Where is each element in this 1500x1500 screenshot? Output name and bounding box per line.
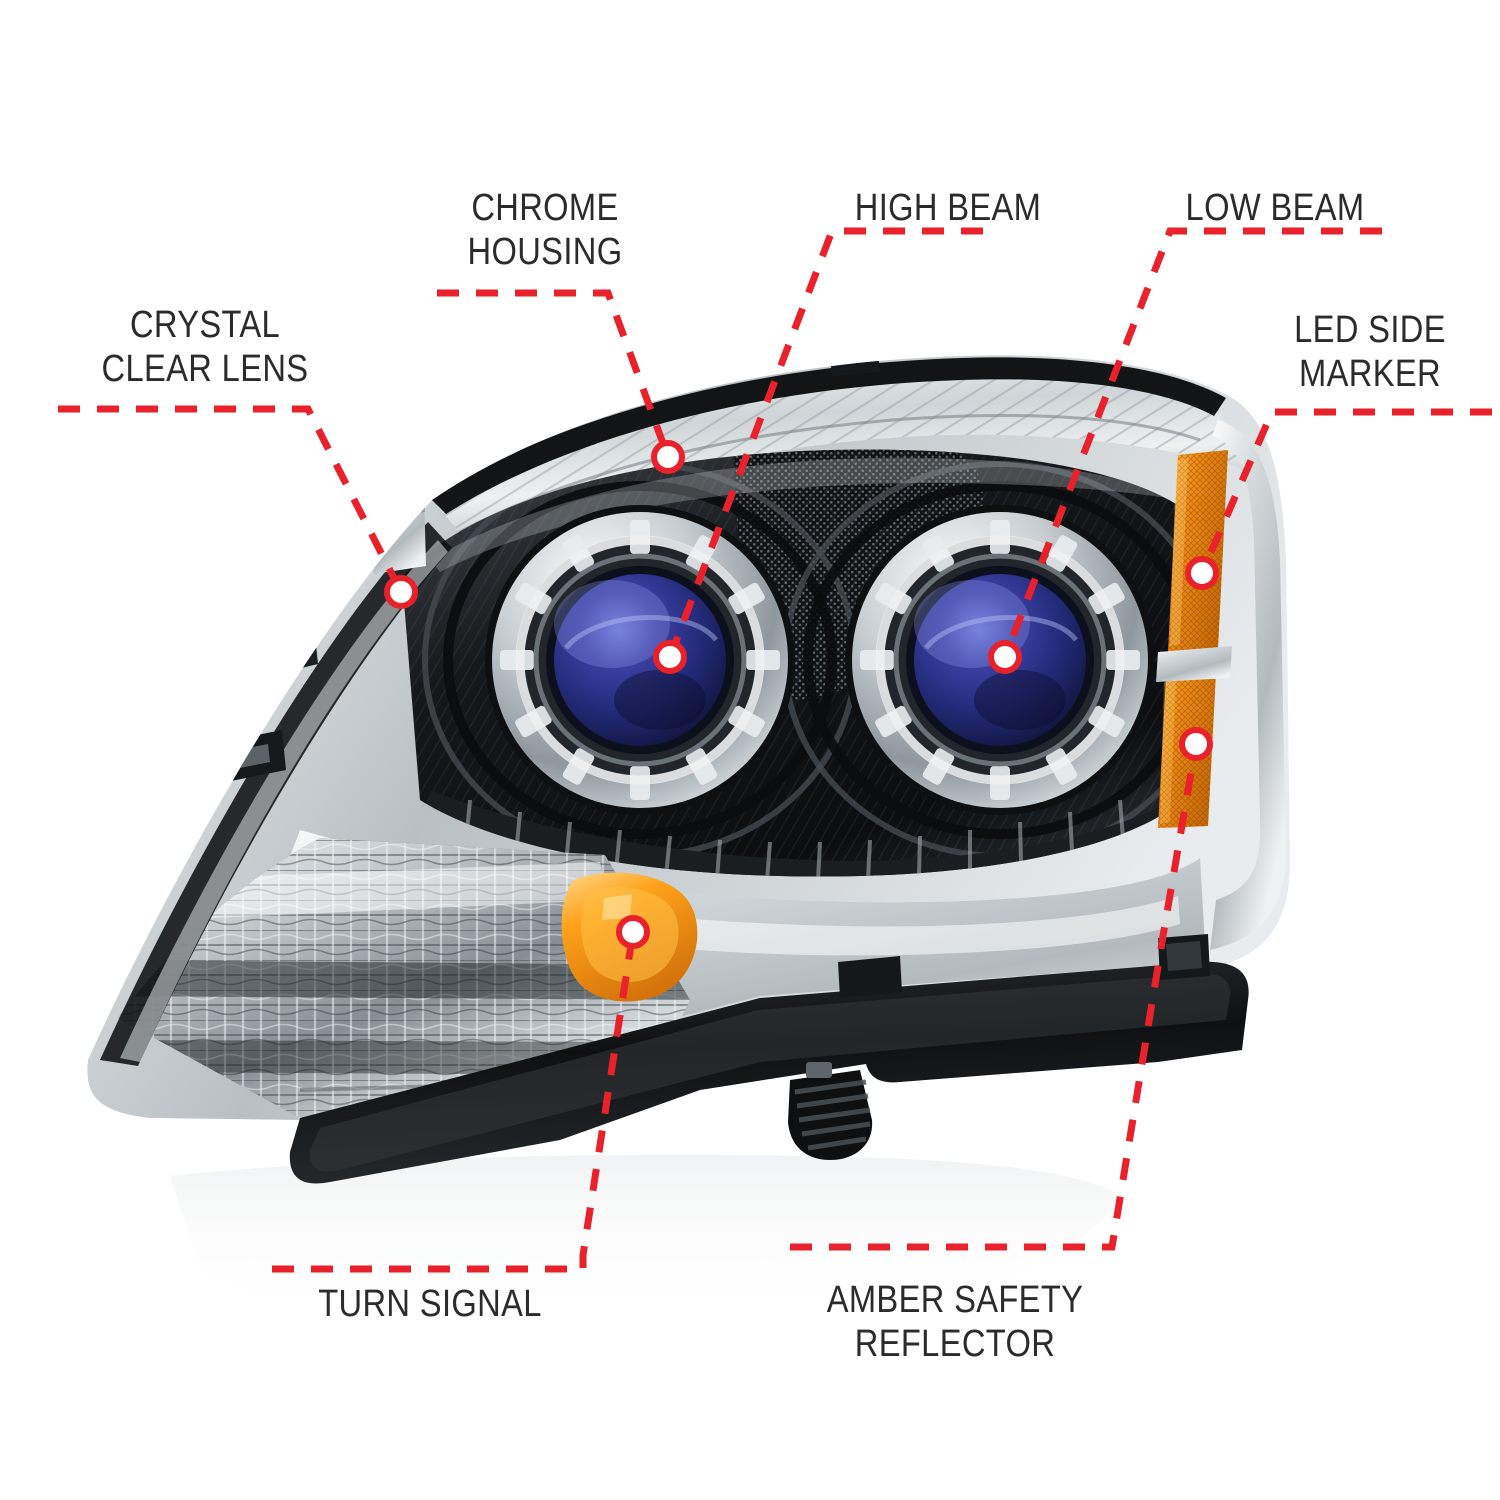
callout-label-low-beam: LOW BEAM	[1185, 187, 1365, 229]
turn-signal-amber-bulb	[561, 872, 698, 1002]
amber-safety-reflector	[1158, 672, 1216, 828]
callout-label-led-side-marker: LED SIDE MARKER	[1294, 309, 1446, 395]
callout-label-high-beam: HIGH BEAM	[854, 187, 1042, 229]
callout-label-turn-signal: TURN SIGNAL	[318, 1283, 542, 1325]
mounting-bracket-left	[370, 492, 426, 574]
led-side-marker	[1168, 450, 1228, 652]
callout-label-crystal-clear-lens: CRYSTAL CLEAR LENS	[101, 304, 309, 390]
callout-label-amber-safety-reflector: AMBER SAFETY REFLECTOR	[826, 1279, 1084, 1365]
callout-label-chrome-housing: CHROME HOUSING	[467, 187, 623, 273]
adjuster-nub	[262, 606, 318, 676]
projector-low-beam	[845, 505, 1155, 815]
projector-high-beam	[485, 505, 795, 815]
vertical-adjuster-coil	[788, 1062, 873, 1160]
